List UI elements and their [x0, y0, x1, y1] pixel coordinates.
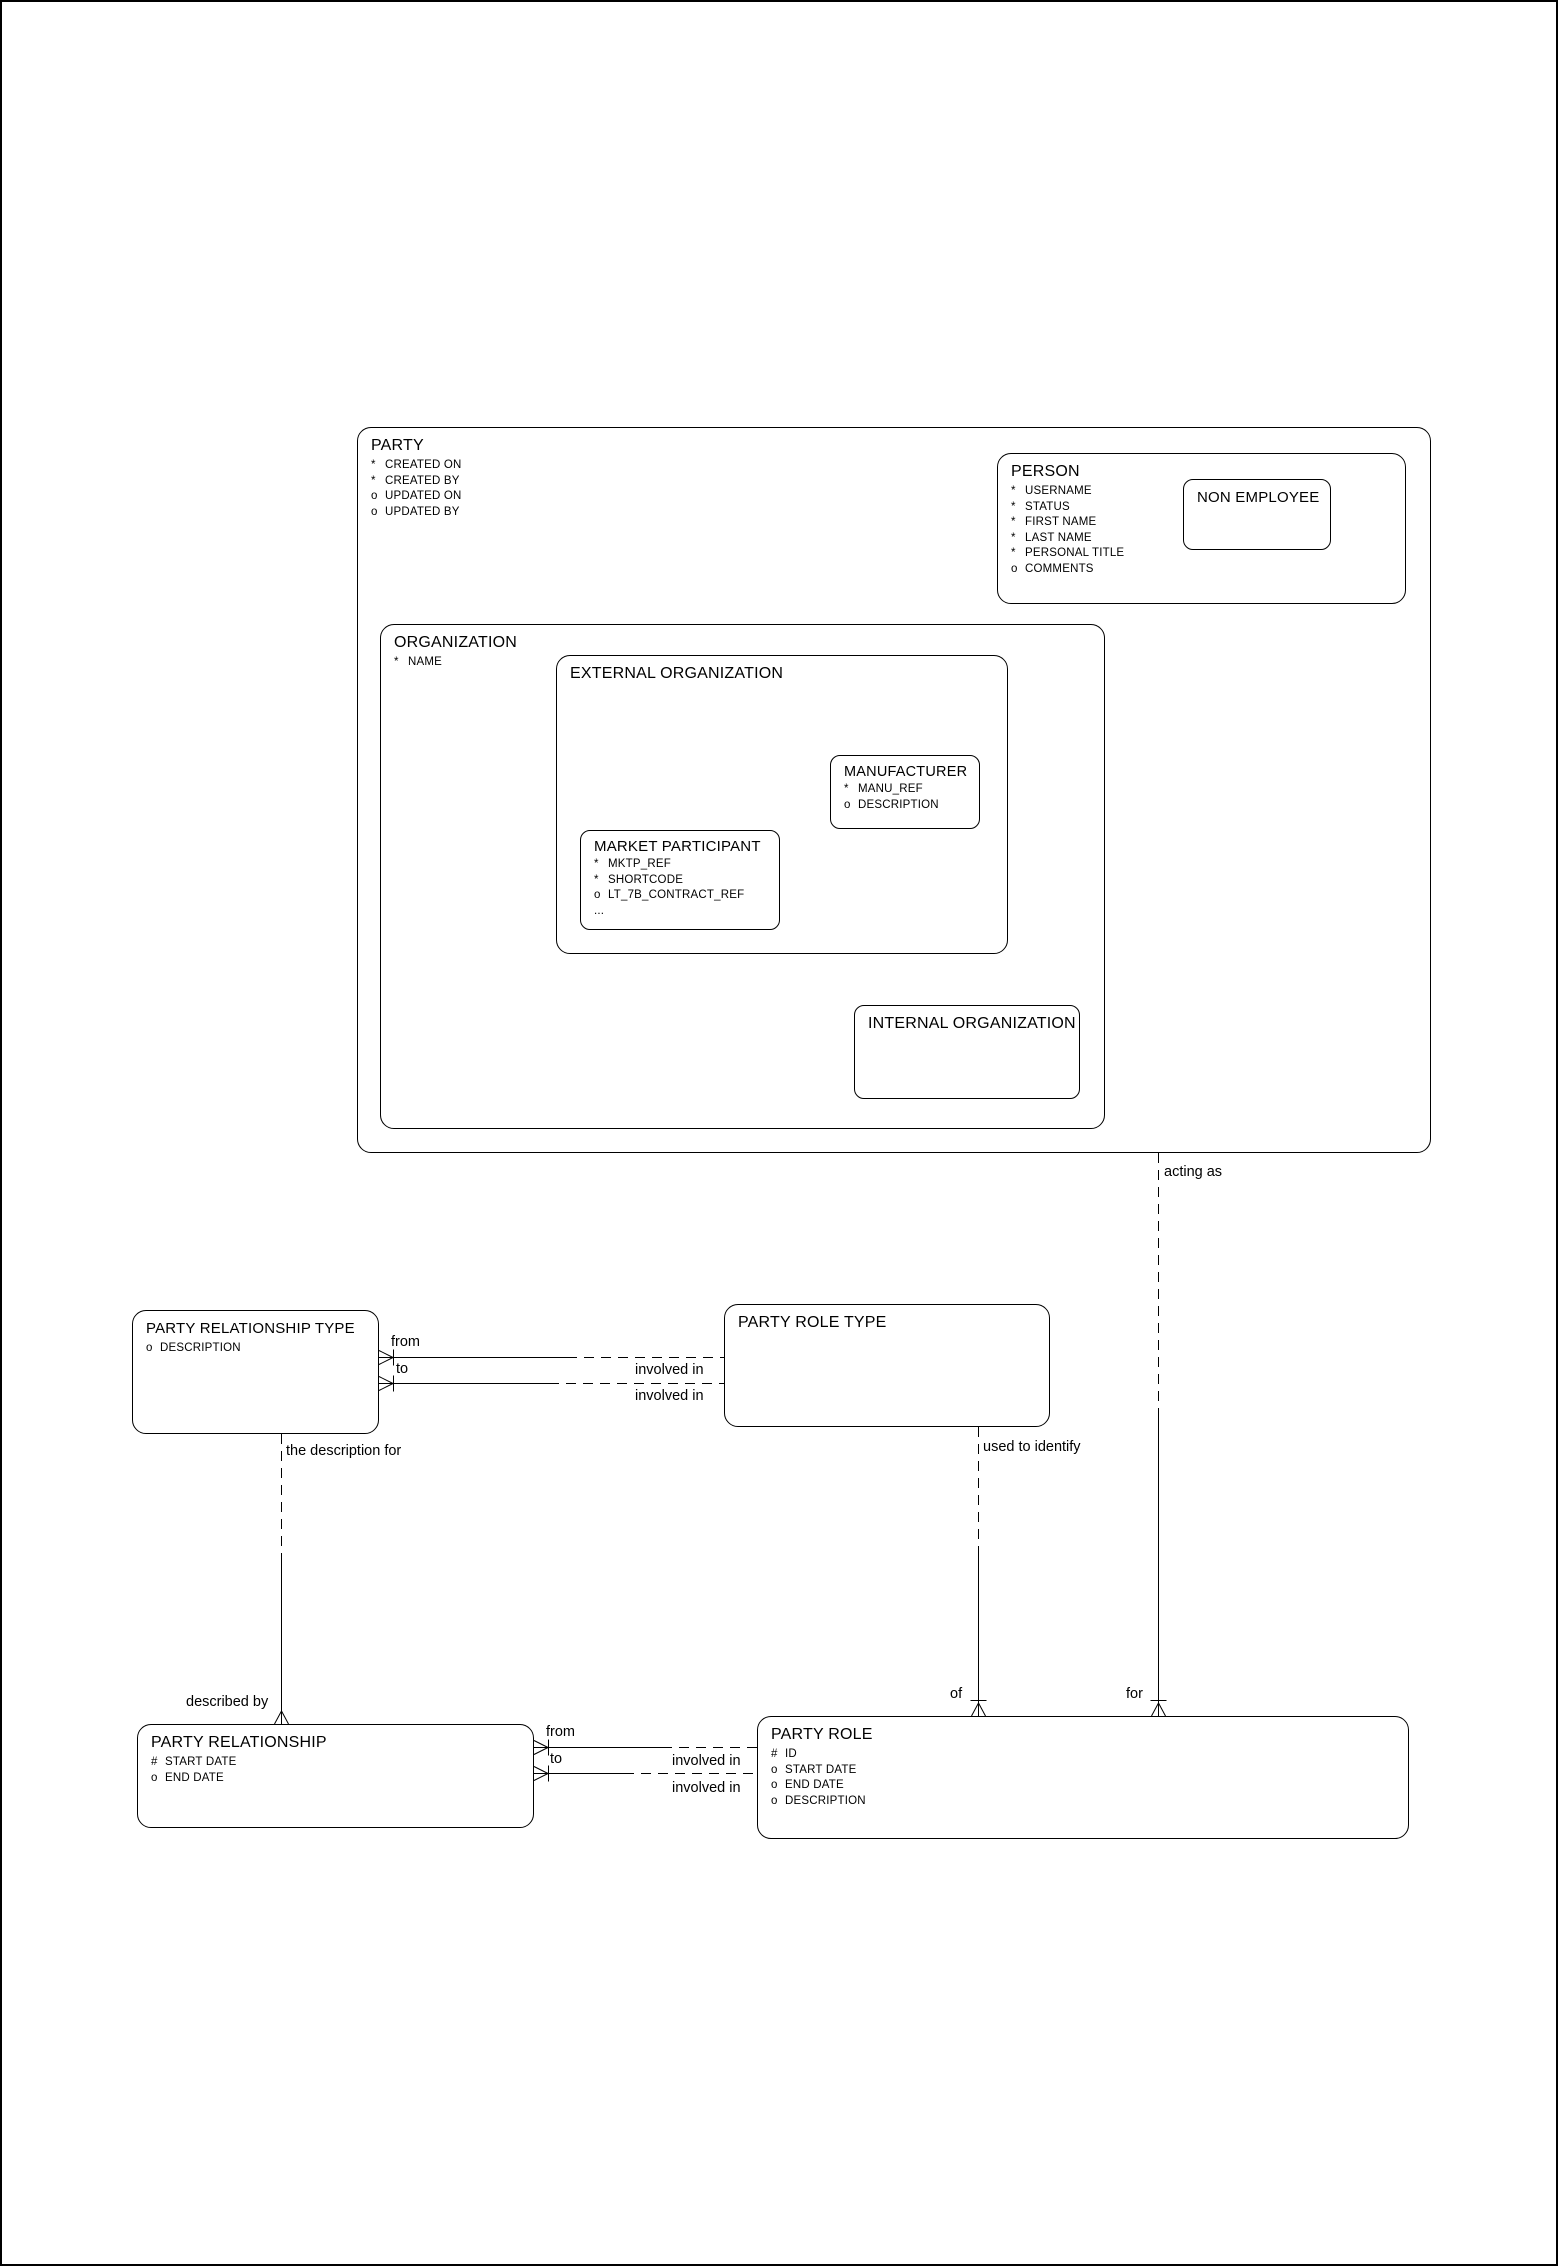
entity-attribute: *PERSONAL TITLE — [1011, 547, 1125, 559]
entity-attribute: *SHORTCODE — [594, 873, 684, 886]
label-involved-in-bottom-2: involved in — [672, 1780, 741, 1796]
entity-attribute: *USERNAME — [1011, 485, 1092, 497]
entity-attributes: *NAME — [381, 652, 1104, 671]
entity-attribute: #START DATE — [151, 1756, 237, 1768]
entity-attributes: *USERNAME *STATUS *FIRST NAME *LAST NAME *PE… — [998, 481, 1405, 577]
connector-to-top — [378, 1375, 724, 1392]
entity-title: INTERNAL ORGANIZATION — [868, 1015, 1076, 1032]
entity-non-employee[interactable]: NON EMPLOYEE — [1183, 479, 1331, 550]
entity-attribute: *STATUS — [1011, 500, 1070, 513]
entity-attribute: *CREATED BY — [371, 474, 460, 487]
entity-attribute: *NAME — [394, 656, 443, 668]
label-the-description-for: the description for — [286, 1443, 402, 1459]
label-used-to-identify: used to identify — [983, 1439, 1081, 1455]
connector-used-to-identify-of — [970, 1427, 987, 1717]
entity-attribute: *MKTP_REF — [594, 858, 671, 870]
entity-external-organization[interactable]: EXTERNAL ORGANIZATION — [556, 655, 1008, 954]
label-involved-in-bottom-1: involved in — [672, 1753, 741, 1769]
connector-acting-as-for — [1150, 1153, 1167, 1717]
entity-organization[interactable]: ORGANIZATION *NAME — [380, 624, 1105, 1129]
entity-title: ORGANIZATION — [394, 634, 517, 651]
entity-person[interactable]: PERSON *USERNAME *STATUS *FIRST NAME *LAST … — [997, 453, 1406, 604]
entity-title: PARTY ROLE TYPE — [738, 1314, 887, 1331]
entity-party-role-type[interactable]: PARTY ROLE TYPE — [724, 1304, 1050, 1427]
label-involved-in-top-1: involved in — [635, 1362, 704, 1378]
label-of: of — [950, 1686, 963, 1702]
entity-title: MANUFACTURER — [844, 764, 968, 780]
entity-title: PARTY ROLE — [771, 1726, 873, 1743]
entity-title: PARTY — [371, 437, 424, 454]
label-from-top: from — [391, 1334, 420, 1350]
connector-to-bottom — [533, 1765, 757, 1782]
label-acting-as: acting as — [1164, 1164, 1223, 1180]
connector-description-for-described-by — [274, 1434, 289, 1725]
entity-title: PARTY RELATIONSHIP — [151, 1734, 327, 1751]
label-described-by: described by — [186, 1694, 269, 1710]
label-from-bottom: from — [546, 1724, 575, 1740]
entity-title: MARKET PARTICIPANT — [594, 838, 761, 855]
entity-title: PERSON — [1011, 463, 1080, 480]
label-involved-in-top-2: involved in — [635, 1388, 704, 1404]
connector-from-top — [378, 1349, 724, 1366]
label-to-top: to — [396, 1361, 409, 1377]
entity-attribute: *FIRST NAME — [1011, 516, 1097, 528]
entity-title: PARTY RELATIONSHIP TYPE — [146, 1320, 355, 1337]
entity-attribute: *LAST NAME — [1011, 531, 1092, 544]
entity-title: EXTERNAL ORGANIZATION — [570, 665, 784, 682]
connector-from-bottom — [533, 1739, 757, 1756]
entity-attribute: ... — [594, 904, 605, 917]
entity-attribute: *CREATED ON — [371, 459, 462, 471]
entity-title: NON EMPLOYEE — [1197, 489, 1320, 506]
entity-attribute: *MANU_REF — [844, 783, 923, 795]
label-to-bottom: to — [550, 1751, 563, 1767]
entity-attribute: #ID — [771, 1748, 797, 1760]
label-for: for — [1126, 1686, 1143, 1702]
entity-internal-organization[interactable]: INTERNAL ORGANIZATION — [854, 1005, 1080, 1099]
